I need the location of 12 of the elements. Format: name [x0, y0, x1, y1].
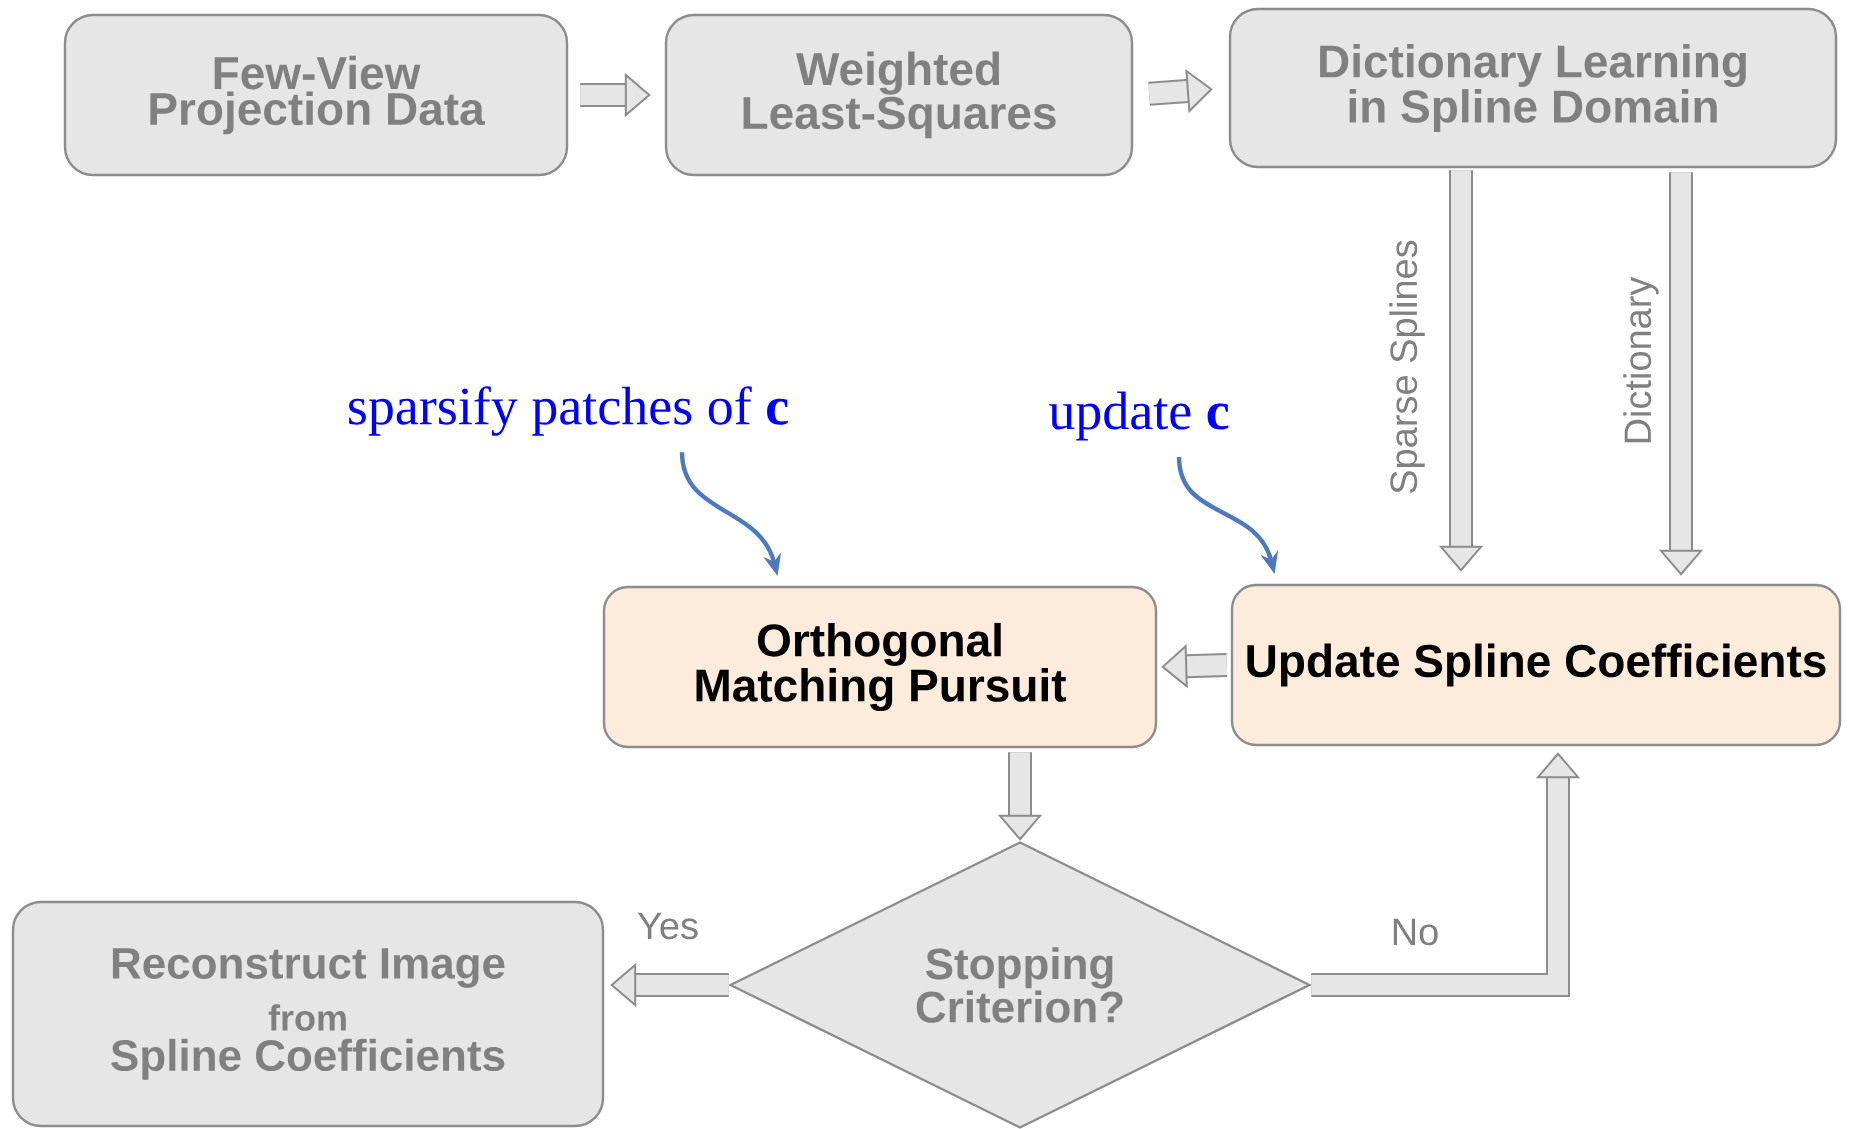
process-box: Few-View Projection Data	[63, 13, 569, 177]
edge-label: No	[1393, 918, 1438, 946]
process-box: Orthogonal Matching Pursuit	[602, 585, 1158, 749]
annotation-text: update c	[1049, 391, 1229, 441]
process-box: Weighted Least-Squares	[664, 13, 1134, 177]
process-box: Update Spline Coefficients	[1230, 583, 1842, 747]
edge-label: Sparse Splines	[1389, 240, 1425, 494]
annotation-text: sparsify patches of c	[349, 386, 788, 436]
process-box: Dictionary Learning in Spline Domain	[1228, 7, 1838, 169]
process-box: Reconstruct Image from Spline Coefficients	[11, 900, 605, 1128]
edge-label: Yes	[637, 912, 698, 940]
edge-label: Dictionary	[1623, 276, 1659, 443]
